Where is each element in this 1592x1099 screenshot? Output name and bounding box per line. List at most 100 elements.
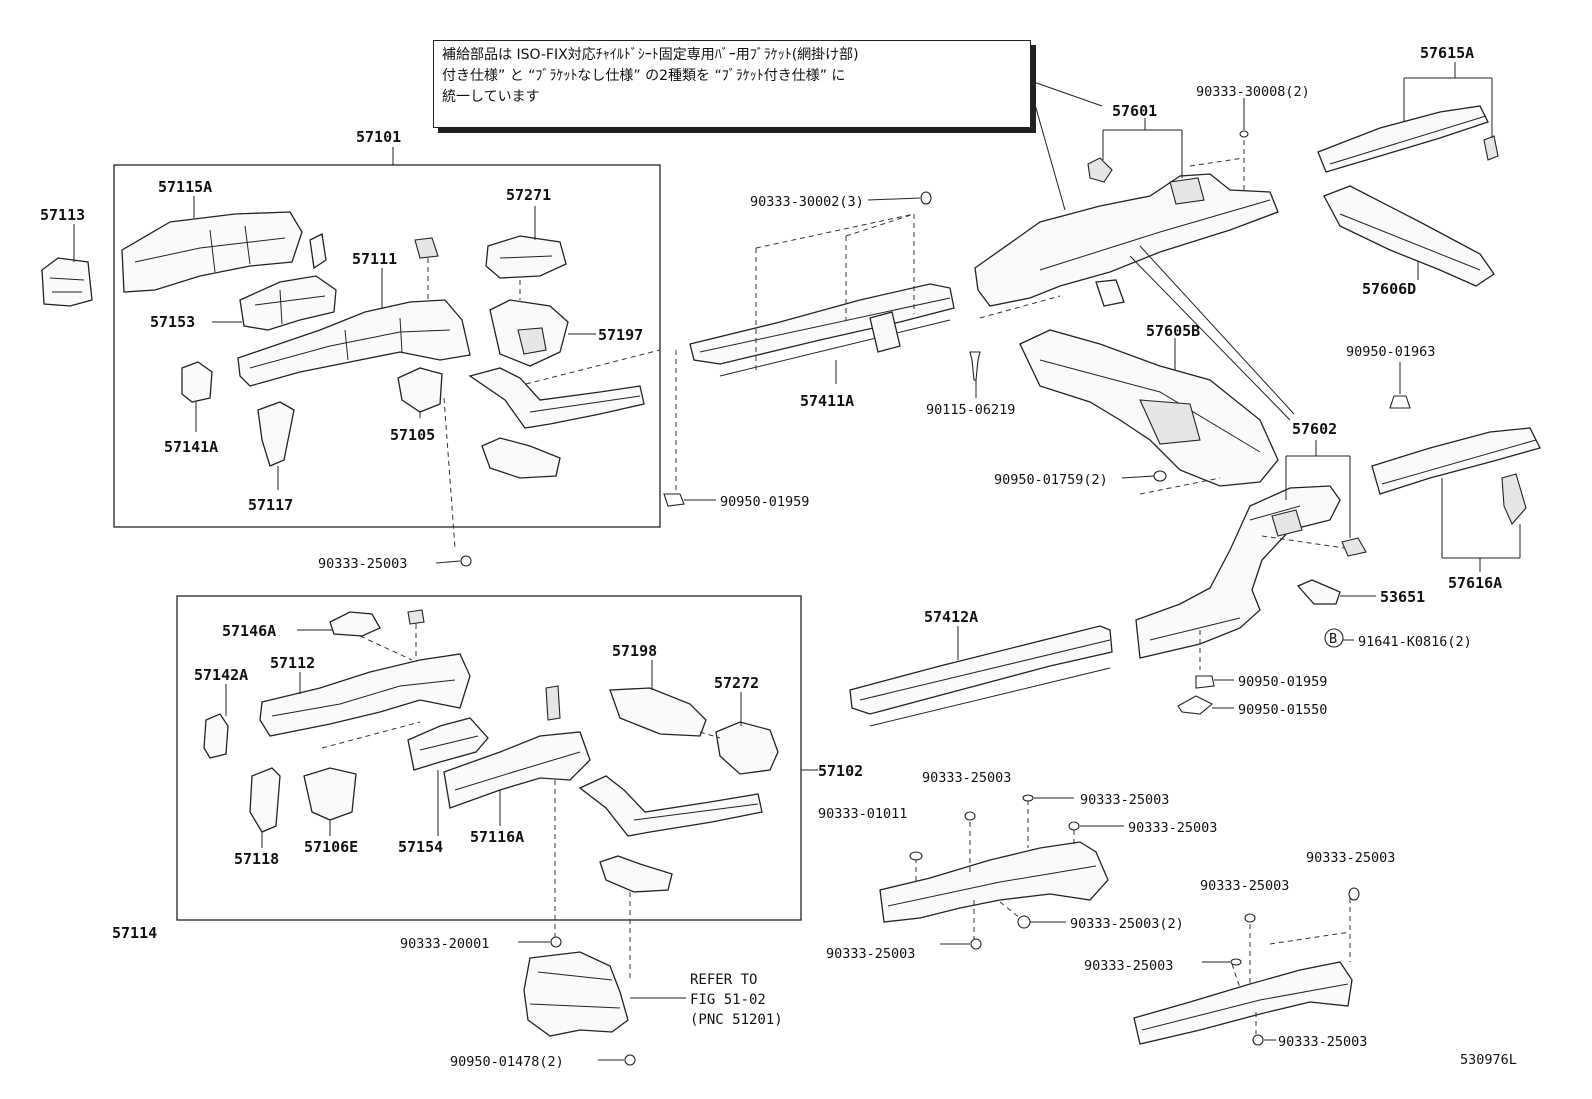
label-57198: 57198 xyxy=(612,642,657,660)
part-57142A[interactable] xyxy=(203,684,229,759)
label-57113: 57113 xyxy=(40,206,85,224)
label-57111: 57111 xyxy=(352,250,397,268)
part-57112[interactable] xyxy=(259,653,471,737)
part-57412A[interactable] xyxy=(849,625,1113,727)
label-90333-25003-b: 90333-25003 xyxy=(922,770,1011,786)
part-labels: 57101 57102 57113 57114 57115A 57153 571… xyxy=(40,44,1502,942)
label-57411A: 57411A xyxy=(800,392,854,410)
label-90333-25003-j: 90333-25003 xyxy=(1278,1034,1367,1050)
label-57272: 57272 xyxy=(714,674,759,692)
label-53651: 53651 xyxy=(1380,588,1425,606)
part-bracket-b[interactable] xyxy=(481,437,561,479)
label-90333-20001: 90333-20001 xyxy=(400,936,489,952)
label-57602: 57602 xyxy=(1292,420,1337,438)
label-90333-30008: 90333-30008(2) xyxy=(1196,84,1310,100)
part-frame-rh[interactable] xyxy=(879,800,1109,940)
part-57616A[interactable] xyxy=(1371,427,1541,572)
part-57116A[interactable] xyxy=(443,685,591,938)
fastener-leaders xyxy=(435,98,1401,1061)
part-57111[interactable] xyxy=(237,237,471,387)
label-57105: 57105 xyxy=(390,426,435,444)
part-bracket-c[interactable] xyxy=(599,855,673,980)
part-bracket-a[interactable] xyxy=(309,233,327,270)
part-57197[interactable] xyxy=(489,299,596,367)
label-57601: 57601 xyxy=(1112,102,1157,120)
fastener-symbols xyxy=(460,130,1411,1066)
label-90333-25003-a: 90333-25003 xyxy=(318,556,407,572)
label-57271: 57271 xyxy=(506,186,551,204)
part-57118[interactable] xyxy=(249,767,281,848)
part-57601[interactable] xyxy=(974,118,1279,319)
label-57112: 57112 xyxy=(270,654,315,672)
label-90333-25003-h: 90333-25003 xyxy=(1200,878,1289,894)
part-53651[interactable] xyxy=(1296,579,1376,605)
fastener-labels: 90333-30008(2) 90333-30002(3) 90115-0621… xyxy=(318,84,1517,1070)
part-57153[interactable] xyxy=(212,275,337,331)
label-57616A: 57616A xyxy=(1448,574,1502,592)
label-90950-01959-lower: 90950-01959 xyxy=(1238,674,1327,690)
label-b-marker: B xyxy=(1329,631,1337,647)
note-box: 補給部品は ISO-FIX対応ﾁｬｲﾙﾄﾞｼｰﾄ固定専用ﾊﾞｰ用ﾌﾞﾗｹｯﾄ(網… xyxy=(433,40,1031,128)
part-frame-lh[interactable] xyxy=(1133,898,1353,1045)
part-57615A[interactable] xyxy=(1317,62,1499,173)
label-90333-25003-d: 90333-25003 xyxy=(1128,820,1217,836)
label-90333-01011: 90333-01011 xyxy=(818,806,907,822)
label-57412A: 57412A xyxy=(924,608,978,626)
label-57153: 57153 xyxy=(150,313,195,331)
part-57272[interactable] xyxy=(699,692,779,775)
part-57605B[interactable] xyxy=(1019,329,1279,495)
note-line-3: 統一しています xyxy=(442,89,540,105)
label-57101: 57101 xyxy=(356,128,401,146)
part-57154[interactable] xyxy=(407,717,489,836)
label-90333-30002: 90333-30002(3) xyxy=(750,194,864,210)
part-57602[interactable] xyxy=(1135,440,1367,670)
note-line-1: 補給部品は ISO-FIX対応ﾁｬｲﾙﾄﾞｼｰﾄ固定専用ﾊﾞｰ用ﾌﾞﾗｹｯﾄ(網… xyxy=(442,47,859,63)
label-90950-01759: 90950-01759(2) xyxy=(994,472,1108,488)
label-90333-25003-g: 90333-25003 xyxy=(1306,850,1395,866)
part-57105[interactable] xyxy=(397,367,456,549)
label-57118: 57118 xyxy=(234,850,279,868)
note-line-2: 付き仕様” と “ﾌﾞﾗｹｯﾄなし仕様” の2種類を “ﾌﾞﾗｹｯﾄ付き仕様” … xyxy=(442,68,846,84)
group-box-57102 xyxy=(176,595,802,921)
part-57606D[interactable] xyxy=(1323,185,1495,287)
part-body-reference[interactable] xyxy=(523,951,686,1037)
label-57116A: 57116A xyxy=(470,828,524,846)
label-57605B: 57605B xyxy=(1146,322,1200,340)
part-57411A[interactable] xyxy=(689,213,955,384)
label-57117: 57117 xyxy=(248,496,293,514)
part-57113[interactable] xyxy=(41,224,93,307)
label-57141A: 57141A xyxy=(164,438,218,456)
label-90333-25003-c: 90333-25003 xyxy=(1080,792,1169,808)
part-rocker-front-lh[interactable] xyxy=(578,775,763,837)
label-90115-06219: 90115-06219 xyxy=(926,402,1015,418)
label-91641-K0816: 91641-K0816(2) xyxy=(1358,634,1472,650)
label-57102: 57102 xyxy=(818,762,863,780)
label-57106E: 57106E xyxy=(304,838,358,856)
part-57141A[interactable] xyxy=(181,361,213,432)
group-box-57101 xyxy=(113,164,661,528)
label-57142A: 57142A xyxy=(194,666,248,684)
refer-line-3: (PNC 51201) xyxy=(690,1012,783,1028)
label-90950-01550: 90950-01550 xyxy=(1238,702,1327,718)
label-90950-01478: 90950-01478(2) xyxy=(450,1054,564,1070)
refer-line-2: FIG 51-02 xyxy=(690,992,766,1008)
label-57606D: 57606D xyxy=(1362,280,1416,298)
label-57114: 57114 xyxy=(112,924,157,942)
refer-line-1: REFER TO xyxy=(690,972,757,988)
part-57115A[interactable] xyxy=(121,196,303,293)
part-rocker-front[interactable] xyxy=(468,367,645,429)
label-57197: 57197 xyxy=(598,326,643,344)
part-57106E[interactable] xyxy=(303,767,357,836)
part-57146A[interactable] xyxy=(297,609,425,661)
label-57146A: 57146A xyxy=(222,622,276,640)
part-57117[interactable] xyxy=(257,401,295,490)
label-90333-25003-f: 90333-25003 xyxy=(826,946,915,962)
part-57271[interactable] xyxy=(485,206,567,300)
label-57115A: 57115A xyxy=(158,178,212,196)
label-90950-01959-upper: 90950-01959 xyxy=(720,494,809,510)
label-57154: 57154 xyxy=(398,838,443,856)
part-57198[interactable] xyxy=(609,660,707,737)
label-90333-25003-e: 90333-25003(2) xyxy=(1070,916,1184,932)
label-90950-01963: 90950-01963 xyxy=(1346,344,1435,360)
